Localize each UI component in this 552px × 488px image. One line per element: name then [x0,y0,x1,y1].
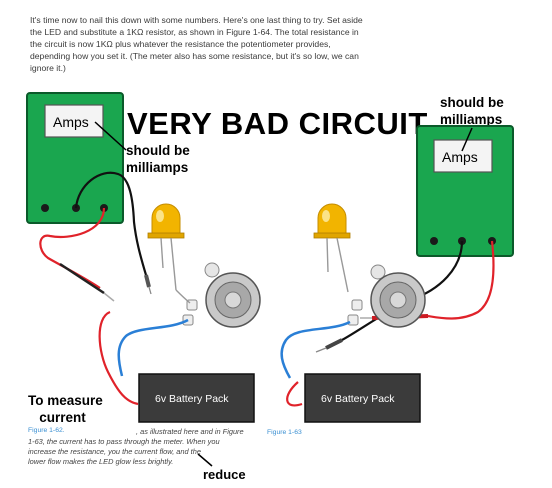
figure-1-62-label: Figure 1-62. [28,427,65,434]
left-led [147,203,185,291]
right-battery-label: 6v Battery Pack [321,393,395,405]
right-black-probe-tip [315,347,327,353]
figure-1-63-label: Figure 1-63 [267,429,302,436]
left-black-probe-body [144,274,151,288]
right-battery: 6v Battery Pack [304,373,421,423]
left-meter-terminal-1 [41,204,49,212]
left-blue-wire [117,318,189,377]
right-black-probe-body [325,338,343,350]
left-annotation-arrow [94,121,127,151]
left-meter-display [44,104,104,138]
right-milliamps-annotation: should be milliamps [440,95,504,127]
reduce-arrow [197,453,213,467]
right-meter-red-wire [427,240,495,320]
caption-line-b: 1-63, the current has to pass through th… [28,437,220,446]
right-battery-red-wire [286,381,303,407]
left-milliamps-annotation: should be milliamps [126,143,190,175]
caption-line-a: , as illustrated here and in Figure [136,427,244,436]
left-meter-black-wire [74,171,148,276]
right-blue-wire [280,320,351,379]
left-ammeter: Amps [26,92,124,224]
left-meter-label: Amps [53,114,89,130]
right-meter-display [433,139,493,173]
left-black-probe-tip [148,286,152,295]
caption-line-c: increase the resistance, you the current… [28,447,201,456]
left-battery-red-wire [98,310,139,406]
right-meter-label: Amps [442,149,478,165]
right-potentiometer [347,264,426,328]
left-potentiometer [175,262,261,328]
left-red-probe-tip [103,292,115,302]
right-annotation-arrow [461,127,473,152]
left-battery-label: 6v Battery Pack [155,393,229,405]
measure-current-annotation: To measure current [28,393,103,425]
left-red-probe-body [59,262,105,295]
right-meter-terminal-1 [430,237,438,245]
intro-paragraph: It's time now to nail this down with som… [30,15,363,73]
right-ammeter: Amps [416,125,514,257]
right-led [313,203,351,293]
circuit-title: VERY BAD CIRCUIT [127,106,428,141]
reduce-annotation: reduce [203,467,246,482]
caption-line-d: lower flow makes the LED glow less brigh… [28,457,174,466]
left-battery: 6v Battery Pack [138,373,255,423]
